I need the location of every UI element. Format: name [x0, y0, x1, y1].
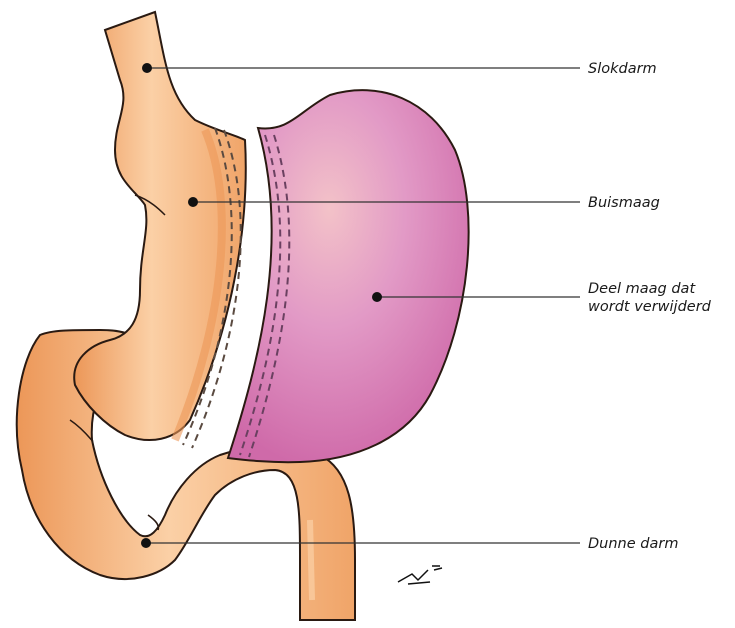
- buismaag-marker-dot: [188, 197, 198, 207]
- slokdarm-marker-dot: [142, 63, 152, 73]
- esophagus-and-sleeve: [74, 12, 246, 448]
- deel-maag-label-line1: Deel maag dat: [588, 280, 695, 298]
- removed-stomach-part: [228, 90, 469, 462]
- artist-signature: [398, 566, 442, 584]
- dunne-darm-marker-dot: [141, 538, 151, 548]
- slokdarm-label: Slokdarm: [588, 60, 657, 78]
- deel-maag-marker-dot: [372, 292, 382, 302]
- buismaag-label: Buismaag: [588, 194, 660, 212]
- deel-maag-label-line2: wordt verwijderd: [588, 298, 711, 316]
- dunne-darm-label: Dunne darm: [588, 535, 678, 553]
